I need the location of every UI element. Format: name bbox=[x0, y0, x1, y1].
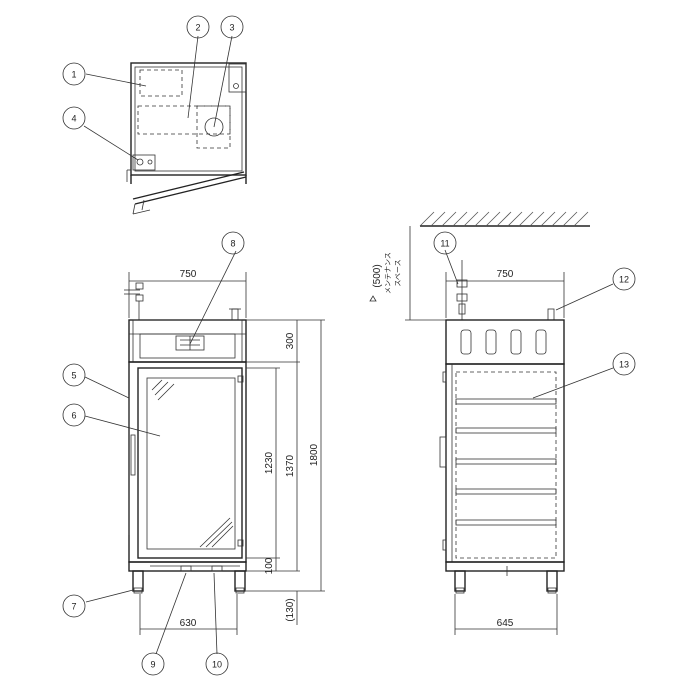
front-view bbox=[124, 282, 247, 594]
callout-12-label: 12 bbox=[619, 275, 629, 285]
callout-2-label: 2 bbox=[195, 23, 200, 33]
dim-top-section: 300 bbox=[285, 332, 296, 349]
side-view bbox=[419, 211, 590, 594]
vent-slots bbox=[460, 329, 547, 355]
callout-4-label: 4 bbox=[71, 114, 76, 124]
callout-10: 10 bbox=[205, 652, 229, 676]
callout-11-label: 11 bbox=[440, 239, 449, 249]
dim-door-height: 1230 bbox=[264, 451, 275, 474]
callout-4: 4 bbox=[62, 106, 86, 130]
callout-9: 9 bbox=[141, 652, 165, 676]
callout-7-label: 7 bbox=[71, 602, 76, 612]
dim-clearance: (500) bbox=[372, 264, 383, 287]
callout-8-label: 8 bbox=[230, 239, 235, 249]
dim-bottom-gap: 100 bbox=[264, 557, 275, 574]
clearance-marker-icon bbox=[369, 295, 377, 302]
maintenance-label-2: スペース bbox=[394, 259, 402, 286]
maintenance-label-1: メンテナンス bbox=[384, 252, 392, 294]
callout-8: 8 bbox=[221, 231, 245, 255]
callout-2: 2 bbox=[186, 15, 210, 39]
callout-5-label: 5 bbox=[71, 371, 76, 381]
side-dimensions bbox=[405, 226, 565, 635]
dim-side-base-width: 645 bbox=[497, 618, 514, 629]
dim-total-height: 1800 bbox=[309, 443, 320, 466]
callout-9-label: 9 bbox=[150, 660, 155, 670]
callout-1-label: 1 bbox=[71, 70, 76, 80]
shelves bbox=[455, 398, 557, 526]
callout-1: 1 bbox=[62, 62, 86, 86]
callout-5: 5 bbox=[62, 363, 86, 387]
callout-13: 13 bbox=[612, 352, 636, 376]
callout-3: 3 bbox=[220, 15, 244, 39]
dim-front-base-width: 630 bbox=[180, 618, 197, 629]
dim-leg-height: (130) bbox=[285, 598, 296, 621]
dim-body-height: 1370 bbox=[285, 454, 296, 477]
callout-12: 12 bbox=[612, 267, 636, 291]
front-dimensions bbox=[128, 272, 325, 635]
dim-side-width: 750 bbox=[497, 269, 514, 280]
leader-lines bbox=[83, 35, 614, 655]
callout-13-label: 13 bbox=[619, 360, 629, 370]
callout-11: 11 bbox=[433, 231, 457, 255]
callout-6-label: 6 bbox=[71, 411, 76, 421]
dim-front-width: 750 bbox=[180, 269, 197, 280]
plan-view bbox=[126, 62, 247, 215]
callout-10-label: 10 bbox=[212, 660, 222, 670]
callout-6: 6 bbox=[62, 403, 86, 427]
callout-3-label: 3 bbox=[229, 23, 234, 33]
ceiling-hatch bbox=[419, 211, 589, 227]
callout-7: 7 bbox=[62, 594, 86, 618]
